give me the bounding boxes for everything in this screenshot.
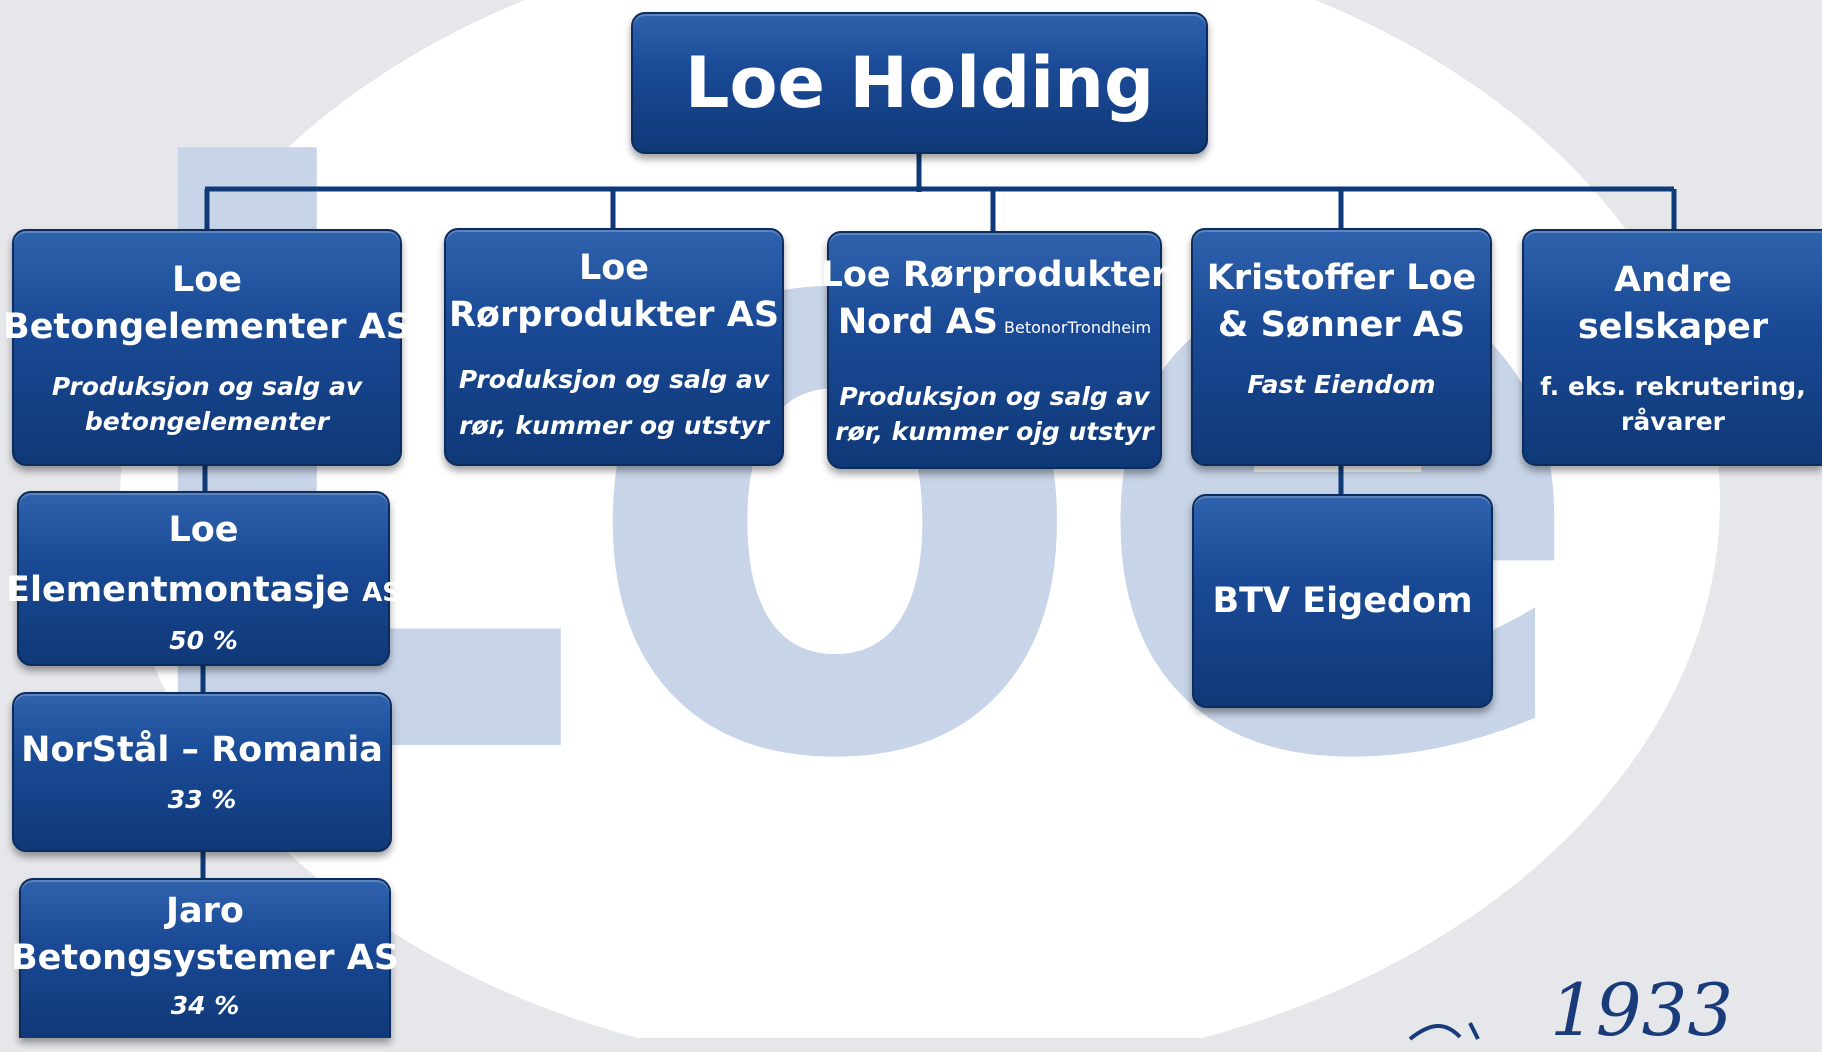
- company-loe-rorprodukter-nord: Loe Rørprodukter Nord AS BetonorTrondheim…: [821, 231, 1168, 469]
- company-name-line1: Andre: [1613, 259, 1733, 300]
- ownership-share: 50 %: [169, 625, 238, 655]
- company-desc-line2: rør, kummer og utstyr: [459, 411, 769, 440]
- company-name-note: BetonorTrondheim: [1004, 317, 1152, 337]
- company-desc-line2: rør, kummer ojg utstyr: [835, 416, 1154, 446]
- subsidiary-norstal-romania: NorStål – Romania 33 %: [12, 692, 392, 852]
- company-name-line2-row: Nord AS BetonorTrondheim: [838, 299, 1151, 351]
- company-desc-line1: f. eks. rekrutering,: [1540, 371, 1806, 401]
- subsidiary-jaro-betongsystemer: Jaro Betongsystemer AS 34 %: [11, 878, 399, 1038]
- subsidiary-name-line2: Betongsystemer AS: [10, 938, 400, 978]
- company-name-line2: Betongelementer AS: [3, 306, 411, 347]
- subsidiary-name-line1: Jaro: [166, 891, 244, 931]
- company-kristoffer-loe-sonner: Kristoffer Loe & Sønner AS Fast Eiendom: [1191, 228, 1492, 466]
- subsidiary-name-line2-row: Elementmontasje AS: [6, 560, 401, 623]
- company-name-line1: Loe: [578, 248, 650, 288]
- subsidiary-loe-elementmontasje: Loe Elementmontasje AS 50 %: [6, 491, 401, 666]
- company-name-line2: & Sønner AS: [1217, 304, 1466, 345]
- company-name-line1: Kristoffer Loe: [1206, 257, 1477, 298]
- signature-year-text: 1933: [1550, 968, 1734, 1052]
- company-name-line2: selskaper: [1577, 306, 1769, 347]
- company-name-line1: Loe: [171, 259, 243, 300]
- company-name-line2: Rørprodukter AS: [448, 295, 780, 335]
- company-loe-betongelementer: Loe Betongelementer AS Produksjon og sal…: [3, 229, 411, 466]
- company-desc-line1: Produksjon og salg av: [839, 381, 1150, 411]
- subsidiary-name-line2: Elementmontasje: [6, 569, 350, 610]
- company-desc-line1: Produksjon og salg av: [51, 371, 363, 401]
- company-andre-selskaper: Andre selskaper f. eks. rekrutering, råv…: [1522, 229, 1822, 466]
- signature-stroke: [1408, 1022, 1480, 1041]
- ownership-share: 34 %: [170, 991, 240, 1020]
- root-node-loe-holding: Loe Holding: [631, 12, 1208, 154]
- company-desc-line1: Fast Eiendom: [1247, 369, 1436, 399]
- company-desc-line1: Produksjon og salg av: [458, 365, 770, 394]
- company-loe-rorprodukter: Loe Rørprodukter AS Produksjon og salg a…: [444, 228, 784, 466]
- company-name-line2: Nord AS: [837, 301, 998, 342]
- subsidiary-name-line1: NorStål – Romania: [21, 730, 383, 770]
- ownership-share: 33 %: [167, 785, 237, 814]
- subsidiary-name-line1: BTV Eigedom: [1212, 580, 1473, 621]
- signature-year: 1933: [1400, 974, 1820, 1046]
- subsidiary-name-suffix: AS: [362, 577, 401, 608]
- subsidiary-name-line1: Loe: [168, 509, 239, 550]
- company-desc-line2: betongelementer: [84, 406, 330, 436]
- subsidiary-btv-eigedom: BTV Eigedom: [1192, 494, 1493, 708]
- company-desc-line2: råvarer: [1621, 406, 1725, 436]
- connector-lines: [200, 152, 1677, 880]
- company-name-line1: Loe Rørprodukter: [820, 254, 1169, 295]
- root-title: Loe Holding: [684, 42, 1155, 124]
